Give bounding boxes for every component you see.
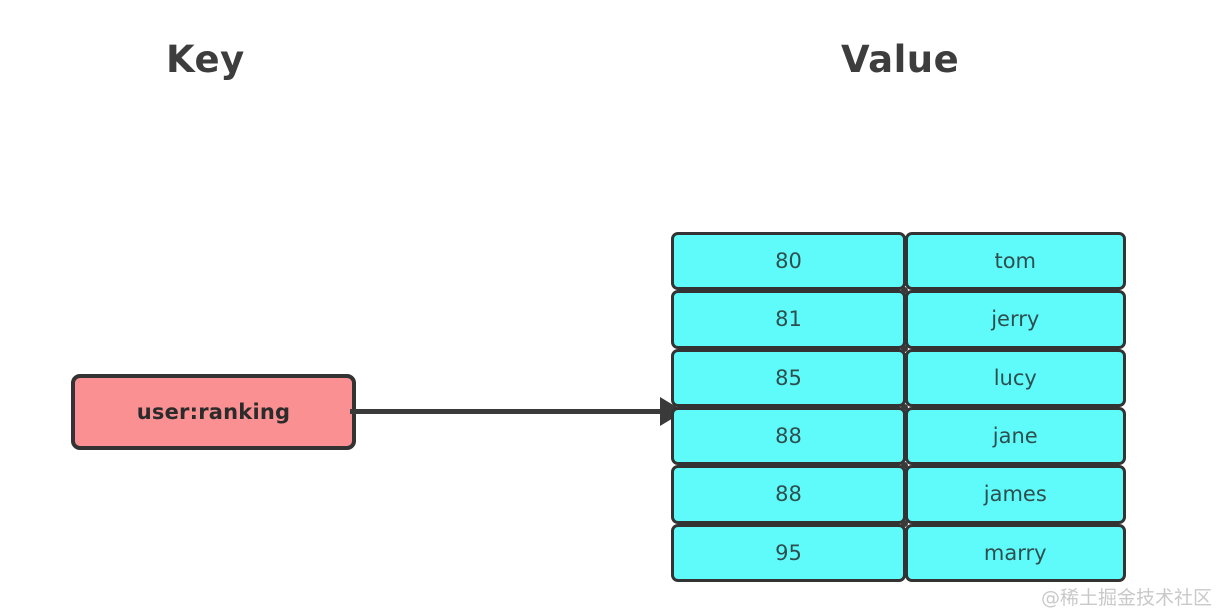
value-cell-member: jerry (904, 290, 1126, 349)
grid-joint-dot (901, 403, 908, 411)
value-cell-member: lucy (904, 348, 1126, 407)
value-cell-score: 88 (671, 465, 906, 524)
value-cell-score: 85 (671, 348, 906, 407)
key-node: user:ranking (71, 374, 356, 450)
value-cell-member: james (904, 465, 1126, 524)
key-node-label: user:ranking (136, 400, 291, 424)
grid-joint-dot (901, 520, 908, 528)
value-cell-score: 80 (671, 232, 906, 291)
grid-joint-dot (901, 286, 908, 294)
value-cell-score: 88 (671, 407, 906, 466)
column-heading-value: Value (841, 38, 960, 81)
key-to-value-arrow (350, 397, 684, 426)
value-cell-score: 81 (671, 290, 906, 349)
value-cell-score: 95 (671, 523, 906, 582)
grid-joint-dot (901, 461, 908, 469)
value-cell-member: marry (904, 523, 1126, 582)
column-heading-key: Key (166, 38, 245, 81)
grid-joint-dot (901, 345, 908, 353)
value-cell-member: tom (904, 232, 1126, 291)
value-cell-member: jane (904, 407, 1126, 466)
watermark: @稀土掘金技术社区 (1040, 587, 1212, 609)
